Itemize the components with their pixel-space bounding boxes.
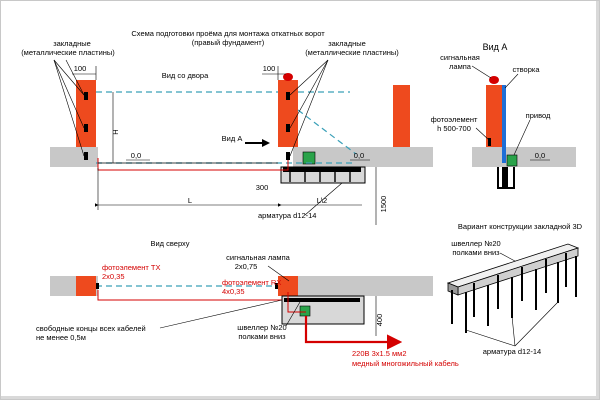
embed-plates [84, 92, 290, 160]
channel-beam [283, 167, 361, 172]
view-a-photo-label: фотоэлемент [431, 115, 478, 124]
diagram-title: Схема подготовки проёма для монтажа отка… [131, 29, 325, 38]
view-a-channel [502, 167, 508, 187]
photocell-rx-label: фотоэлемент RX [222, 278, 281, 287]
top-view: Вид сверху фотоэлемент TX 2x0,35 сигналь… [36, 239, 459, 368]
embed-leaders-right [289, 59, 329, 157]
top-cable-rx [287, 292, 306, 313]
dim-l: L [188, 196, 192, 205]
view-a: Вид А сигнальная лампа створка фотоэлеме… [431, 42, 576, 189]
view-a-arrow-icon [245, 139, 270, 147]
left-embeds-sublabel: (металлические пластины) [21, 48, 115, 57]
variant-rebar-leaders [465, 301, 559, 347]
view-a-lamp-label: сигнальная [440, 53, 480, 62]
right-embeds-label: закладные [328, 39, 366, 48]
top-cable-tx [97, 290, 282, 301]
top-channel-beam [284, 298, 360, 302]
dim-100-left: 100 [74, 64, 87, 73]
drive-icon [302, 151, 316, 165]
top-right-post [278, 276, 298, 296]
free-ends-label: свободные концы всех кабелей [36, 324, 146, 333]
variant-rebar-legs [451, 253, 577, 333]
rebar-legs [289, 172, 351, 182]
view-a-arrow-label: Вид А [222, 134, 243, 143]
photocell-rx-sublabel: 4x0,35 [222, 287, 245, 296]
view-a-leaf [502, 85, 506, 163]
embed-leaders-left [53, 59, 85, 157]
view-a-post [486, 85, 502, 147]
view-a-zero: 0,0 [535, 151, 545, 160]
dim-100-right: 100 [263, 64, 276, 73]
power-cable-sublabel: медный многожильный кабель [352, 359, 459, 368]
view-a-pit [497, 167, 515, 189]
top-channel-sublabel: полками вниз [238, 332, 286, 341]
variant-channel-sublabel: полками вниз [452, 248, 500, 257]
top-view-title: Вид сверху [150, 239, 189, 248]
view-a-title: Вид А [483, 42, 508, 52]
photocell-tx-label: фотоэлемент TX [102, 263, 160, 272]
cable-run [97, 158, 289, 171]
zero-left: 0,0 [131, 151, 141, 160]
power-cable-label: 220В 3x1.5 мм2 [352, 349, 407, 358]
rebar-label: арматура d12-14 [258, 211, 316, 220]
dim-400: 400 [375, 314, 384, 327]
signal-lamp-icon [283, 73, 293, 81]
top-drive-icon [299, 305, 311, 317]
front-view: закладные (металлические пластины) закла… [21, 39, 433, 225]
dim-300: 300 [256, 183, 269, 192]
dim-1500: 1500 [379, 196, 388, 213]
view-a-lamp-icon [489, 76, 499, 84]
right-embeds-sublabel: (металлические пластины) [305, 48, 399, 57]
right-post [278, 80, 298, 147]
view-a-photo-sublabel: h 500-700 [437, 124, 471, 133]
far-post [393, 85, 410, 147]
variant-channel-label: швеллер №20 [451, 239, 500, 248]
top-left-post [76, 276, 96, 296]
top-lamp-label: сигнальная лампа [226, 253, 290, 262]
view-a-drive-icon [506, 154, 518, 167]
diagram-subtitle: (правый фундамент) [192, 38, 265, 47]
photocell-tx-sublabel: 2x0,35 [102, 272, 125, 281]
zero-right: 0,0 [354, 151, 364, 160]
dim-h: H [111, 129, 120, 134]
variant-3d: Вариант конструкции закладной 3D швеллер… [446, 222, 583, 356]
top-ground-right [293, 276, 433, 296]
view-a-drive-label: привод [526, 111, 551, 120]
power-cable [304, 316, 403, 350]
left-post [76, 80, 96, 147]
variant-rebar-label: арматура d12-14 [483, 347, 541, 356]
view-a-leaf-label: створка [512, 65, 540, 74]
view-a-photocell [488, 138, 491, 146]
left-embeds-label: закладные [53, 39, 91, 48]
ground-right [293, 147, 433, 167]
free-ends-sublabel: не менее 0,5м [36, 333, 86, 342]
top-channel-label: швеллер №20 [237, 323, 286, 332]
variant-3d-title: Вариант конструкции закладной 3D [458, 222, 583, 231]
yard-view-label: Вид со двора [162, 71, 209, 80]
ground-left [50, 147, 98, 167]
view-a-lamp-sublabel: лампа [449, 62, 472, 71]
variant-channel-end [447, 282, 459, 296]
view-a-ground [472, 147, 576, 167]
top-lamp-sublabel: 2x0,75 [235, 262, 258, 271]
